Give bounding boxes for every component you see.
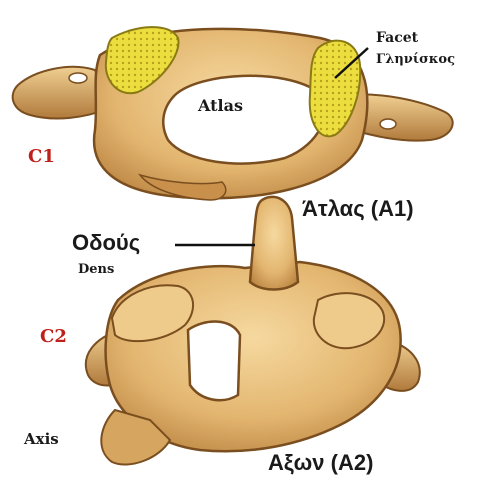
axis-english-label: Axis <box>24 430 59 448</box>
atlas-english-label: Atlas <box>198 96 243 115</box>
facet-english-label: Facet <box>376 30 418 46</box>
dens-english-label: Dens <box>78 262 114 277</box>
c2-level-label: C2 <box>40 326 67 347</box>
atlas-greek-label: Άτλας (Α1) <box>302 196 414 222</box>
axis-dens <box>250 197 298 290</box>
facet-greek-label: Γληνίσκος <box>376 52 455 67</box>
axis-right-facet <box>314 293 384 348</box>
dens-greek-label: Οδούς <box>72 230 140 256</box>
axis-greek-label: Αξων (Α2) <box>268 450 373 476</box>
atlas-right-foramen <box>380 119 396 129</box>
c1-level-label: C1 <box>28 146 55 167</box>
atlas-left-foramen <box>69 73 87 83</box>
